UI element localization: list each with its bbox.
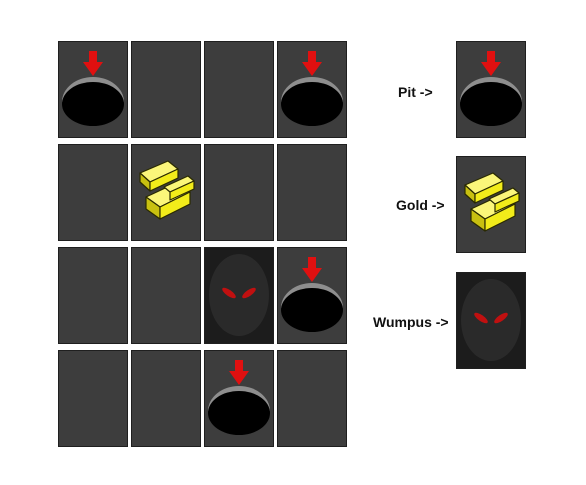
- grid-cell-wumpus: [204, 247, 274, 344]
- grid-cell-pit: [277, 41, 347, 138]
- pit-icon: [281, 51, 343, 126]
- grid-cell-empty: [58, 144, 128, 241]
- grid-cell-empty: [58, 247, 128, 344]
- grid-cell-empty: [277, 144, 347, 241]
- grid-cell-empty: [131, 41, 201, 138]
- wumpus-icon: [205, 248, 273, 343]
- legend-label-gold: Gold ->: [396, 197, 445, 213]
- gold-icon: [139, 160, 195, 220]
- grid-cell-pit: [204, 350, 274, 447]
- grid-cell-pit: [277, 247, 347, 344]
- pit-icon: [460, 51, 522, 126]
- grid-cell-empty: [277, 350, 347, 447]
- grid-cell-pit: [58, 41, 128, 138]
- grid-cell-empty: [58, 350, 128, 447]
- gold-icon: [464, 172, 520, 232]
- legend-pit-tile: [456, 41, 526, 138]
- grid-cell-empty: [131, 350, 201, 447]
- wumpus-icon: [457, 273, 525, 368]
- grid-cell-empty: [131, 247, 201, 344]
- grid-cell-empty: [204, 144, 274, 241]
- legend-label-wumpus: Wumpus ->: [373, 314, 449, 330]
- legend-wumpus-tile: [456, 272, 526, 369]
- grid-cell-empty: [204, 41, 274, 138]
- grid-cell-gold: [131, 144, 201, 241]
- legend-label-pit: Pit ->: [398, 84, 433, 100]
- legend-gold-tile: [456, 156, 526, 253]
- pit-icon: [208, 360, 270, 435]
- wumpus-world-grid: [58, 41, 348, 447]
- pit-icon: [281, 257, 343, 332]
- pit-icon: [62, 51, 124, 126]
